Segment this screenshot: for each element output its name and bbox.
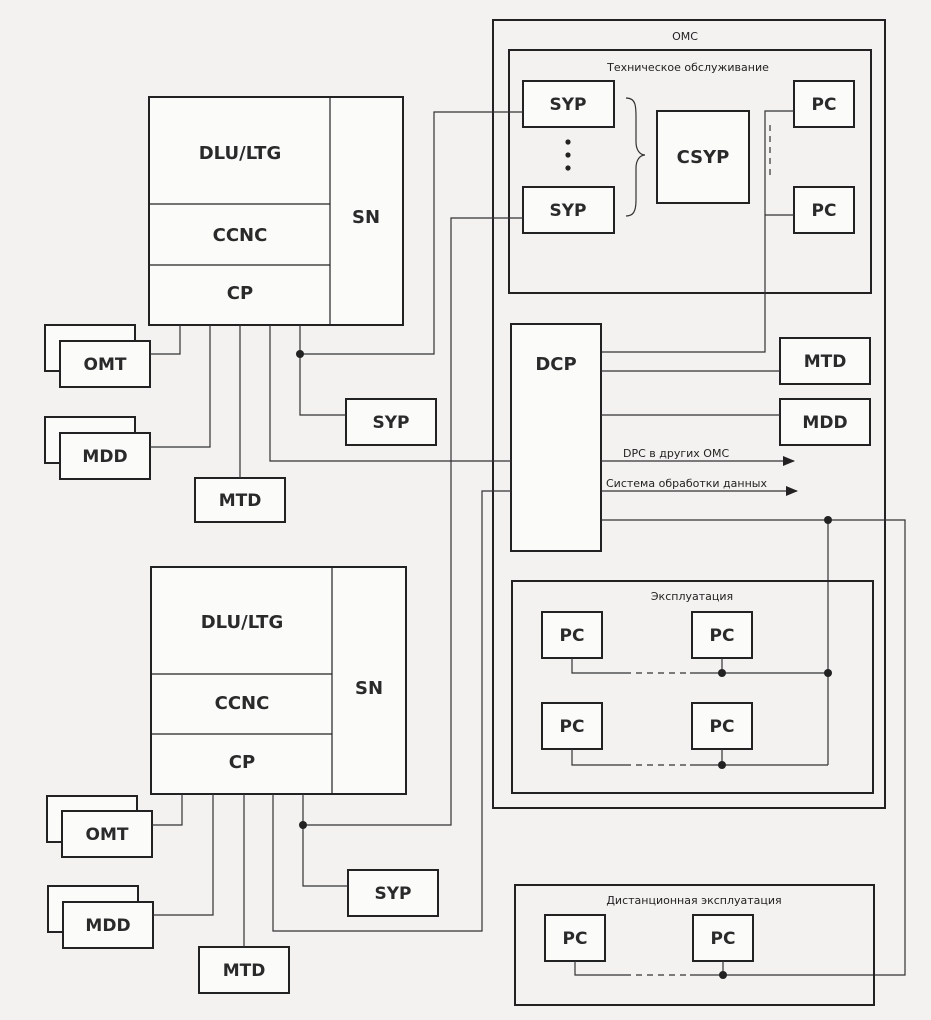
sn-label: SN [352, 207, 380, 228]
omt-box[interactable] [59, 340, 151, 388]
omc-title: ОМС [672, 30, 698, 43]
mdd-label: MDD [85, 916, 130, 936]
exploit-link [690, 749, 828, 766]
syp-label: SYP [374, 884, 411, 904]
maintenance-title: Техническое обслуживание [606, 61, 769, 74]
cp-label: CP [229, 752, 255, 773]
cp-label: CP [227, 283, 253, 304]
cp-maintenance-syp-link [300, 111, 523, 355]
pc-top-dcp-link [600, 110, 794, 353]
junction-dot [824, 516, 832, 524]
junction-dot [299, 821, 307, 829]
cp-omt-link [152, 794, 183, 826]
cp-mdd-link [150, 325, 211, 448]
cp-mdd-link [153, 794, 214, 916]
exploit-link [571, 749, 625, 766]
mdd-box[interactable] [62, 901, 154, 949]
arrow-data-label: Система обработки данных [606, 477, 767, 490]
exploitation-pc-4[interactable] [691, 702, 753, 750]
oms-mdd-box[interactable] [779, 398, 871, 446]
maintenance-frame [508, 49, 872, 294]
exploitation-pc-4-label: PC [710, 717, 735, 737]
ccnc-label: CCNC [213, 225, 268, 246]
oms-mtd-label: MTD [804, 352, 847, 372]
exploitation-pc-2[interactable] [691, 611, 753, 659]
exchange-1-box[interactable] [148, 96, 404, 326]
cp-dcp-link [269, 325, 511, 462]
cp-syp-link [302, 794, 348, 887]
remote-pc-1-label: PC [563, 929, 588, 949]
syp-label: SYP [372, 413, 409, 433]
junction-dot [296, 350, 304, 358]
exploitation-pc-3-label: PC [560, 717, 585, 737]
cp-syp-link [299, 325, 346, 416]
dcp-operation-bus [601, 519, 906, 976]
cp-dcp-link [272, 490, 511, 932]
exchange-1-group: DLU/LTG CCNC CP SN OMT MDD MTD SYP [44, 96, 523, 523]
maintenance-syp-bottom-label: SYP [549, 201, 586, 221]
brace-icon [625, 97, 646, 217]
exchange-2-group: DLU/LTG CCNC CP SN OMT MDD MTD SYP [46, 217, 523, 994]
syp-box[interactable] [345, 398, 437, 446]
ellipsis-dot [565, 165, 571, 171]
mtd-box[interactable] [198, 946, 290, 994]
omt-box[interactable] [61, 810, 153, 858]
junction-dot [718, 669, 726, 677]
maintenance-pc-bottom[interactable] [793, 186, 855, 234]
junction-dot [824, 669, 832, 677]
remote-pc-2-label: PC [711, 929, 736, 949]
ccnc-label: CCNC [215, 693, 270, 714]
exploitation-frame [511, 580, 874, 794]
exploit-link [571, 658, 625, 674]
junction-dot [719, 971, 727, 979]
ellipsis-dot [565, 152, 571, 158]
mtd-label: MTD [219, 491, 262, 511]
csyp-label: CSYP [677, 147, 730, 168]
cp-maintenance-syp-link [303, 217, 523, 826]
exploitation-pc-2-label: PC [710, 626, 735, 646]
omt-label: OMT [86, 825, 129, 845]
maintenance-syp-top-label: SYP [549, 95, 586, 115]
junction-dot [718, 761, 726, 769]
sn-label: SN [355, 678, 383, 699]
remote-link [574, 961, 625, 976]
exploitation-pc-1[interactable] [541, 611, 603, 659]
maintenance-syp-bottom[interactable] [522, 186, 615, 234]
mtd-box[interactable] [194, 477, 286, 523]
omc-frame [492, 19, 886, 809]
syp-box[interactable] [347, 869, 439, 917]
exploitation-title: Эксплуатация [651, 590, 733, 603]
exploitation-pc-1-label: PC [560, 626, 585, 646]
maintenance-syp-top[interactable] [522, 80, 615, 128]
dlu-ltg-label: DLU/LTG [201, 612, 284, 633]
mdd-label: MDD [82, 447, 127, 467]
mdd-box[interactable] [59, 432, 151, 480]
dcp-label: DCP [535, 354, 576, 375]
omt-label: OMT [84, 355, 127, 375]
remote-group: Дистанционная эксплуатация PC PC [514, 884, 875, 1006]
exchange-2-box[interactable] [150, 566, 407, 795]
dcp-box[interactable] [510, 323, 602, 552]
remote-frame [514, 884, 875, 1006]
omc-group: ОМС Техническое обслуживание SYP SYP CSY… [492, 19, 906, 976]
csyp-box[interactable] [656, 110, 750, 204]
ellipsis-dot [565, 139, 571, 145]
maintenance-pc-top-label: PC [812, 95, 837, 115]
cp-omt-link [150, 325, 181, 355]
oms-mtd-box[interactable] [779, 337, 871, 385]
maintenance-pc-bottom-label: PC [812, 201, 837, 221]
exploit-link [690, 658, 828, 674]
oms-mdd-label: MDD [802, 413, 847, 433]
maintenance-pc-top[interactable] [793, 80, 855, 128]
dlu-ltg-label: DLU/LTG [199, 143, 282, 164]
mtd-label: MTD [223, 961, 266, 981]
arrow-dpc-label: DPC в других ОМС [623, 447, 729, 460]
remote-title: Дистанционная эксплуатация [606, 894, 781, 907]
remote-link [690, 961, 724, 976]
